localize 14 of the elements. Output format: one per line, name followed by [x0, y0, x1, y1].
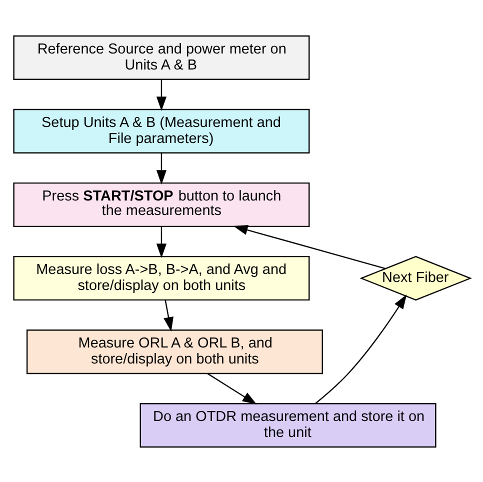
arrow: [314, 294, 406, 404]
arrow: [163, 299, 174, 332]
node-box: Press START/STOP button to launch the measurements: [12, 182, 310, 227]
arrow: [156, 152, 166, 184]
arrow: [156, 78, 166, 111]
node-box: Measure loss A->B, B->A, and Avg and store/display on both units: [12, 255, 310, 300]
arrow: [156, 226, 166, 258]
node-box: Measure ORL A & ORL B, and store/display on both units: [26, 329, 322, 374]
arrow: [232, 224, 386, 269]
node-box: Setup Units A & B (Measurement and File parameters): [12, 108, 310, 153]
node-box: Reference Source and power meter on Units A & B: [12, 34, 310, 80]
arrow: [206, 372, 256, 404]
node-diamond: Next Fiber: [359, 255, 472, 300]
node-box: Do an OTDR measurement and store it on the unit: [139, 402, 436, 448]
